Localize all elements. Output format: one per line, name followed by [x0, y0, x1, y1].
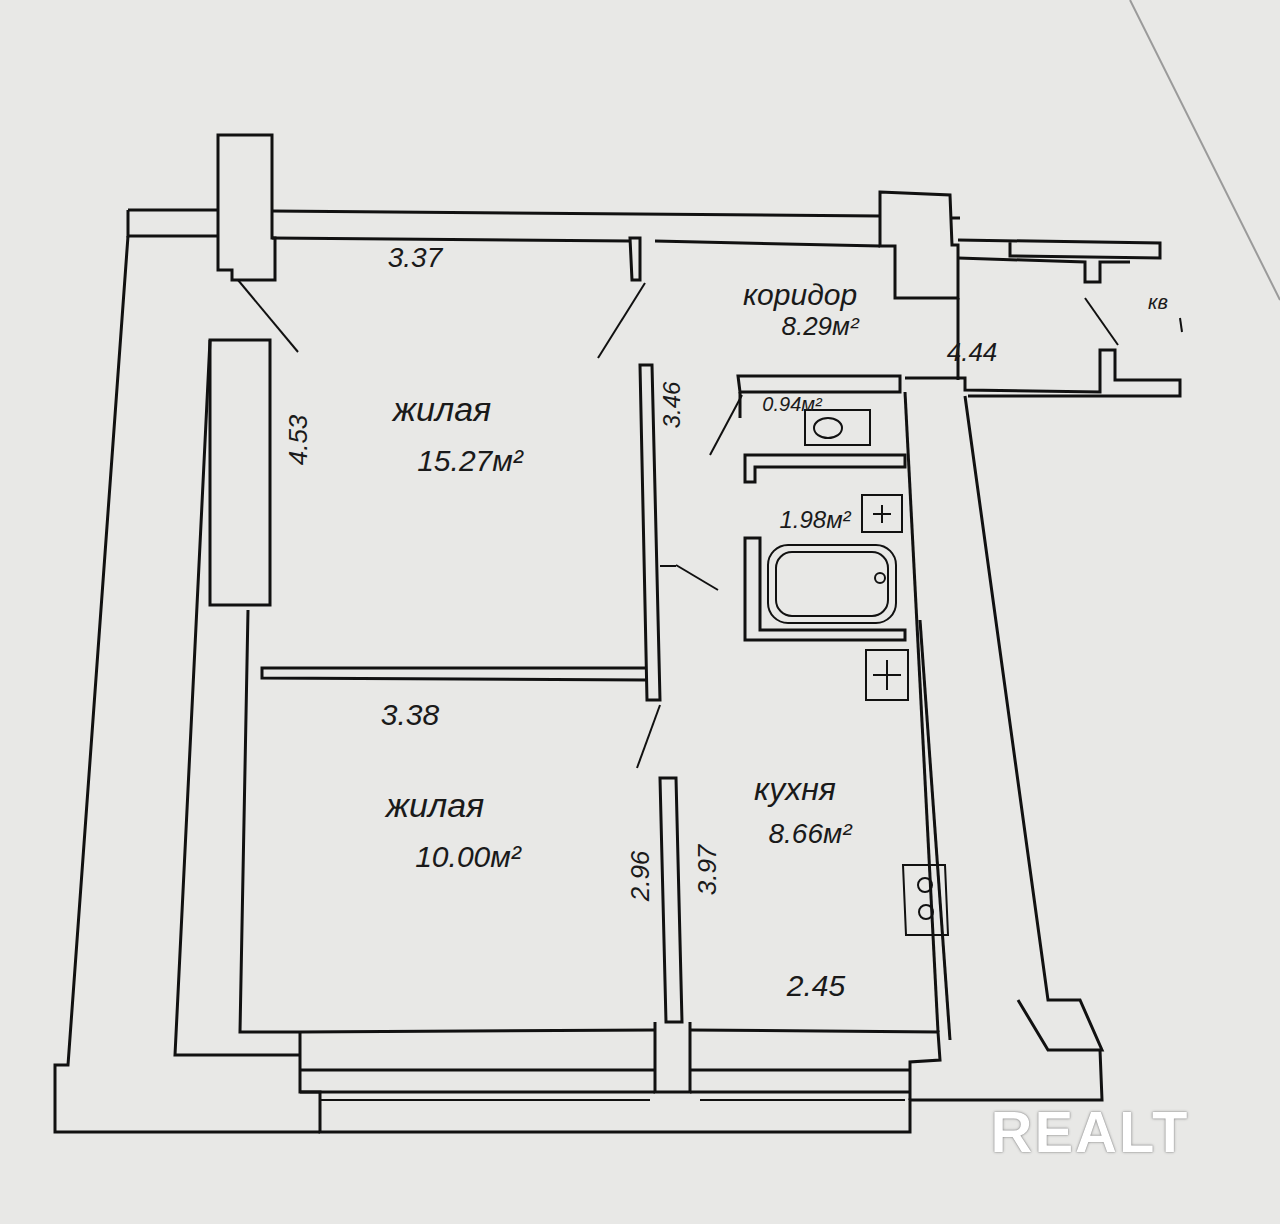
room-area: 10.00м² [412, 839, 524, 874]
room-area: 0.94м² [759, 392, 824, 416]
room-area: 8.66м² [765, 818, 854, 851]
room-area: 1.98м² [776, 506, 853, 534]
dimension: 4.53 [283, 412, 314, 469]
apartment-mark: кв [1145, 290, 1171, 314]
room-name: коридор [740, 277, 860, 312]
room-area: 8.29м² [778, 311, 861, 342]
dimension: 3.37 [385, 242, 446, 275]
dimension: 3.46 [658, 379, 686, 432]
dimension: 4.44 [944, 337, 1001, 368]
dimension: 2.45 [784, 968, 848, 1003]
dimension: 3.38 [378, 697, 442, 732]
dimension: 3.97 [692, 842, 723, 899]
dimension: 2.96 [625, 848, 656, 905]
room-name: жилая [383, 786, 488, 825]
room-area: 15.27м² [414, 443, 526, 478]
room-name: кухня [751, 771, 839, 808]
watermark: REALT [987, 1099, 1192, 1165]
room-name: жилая [390, 390, 495, 429]
